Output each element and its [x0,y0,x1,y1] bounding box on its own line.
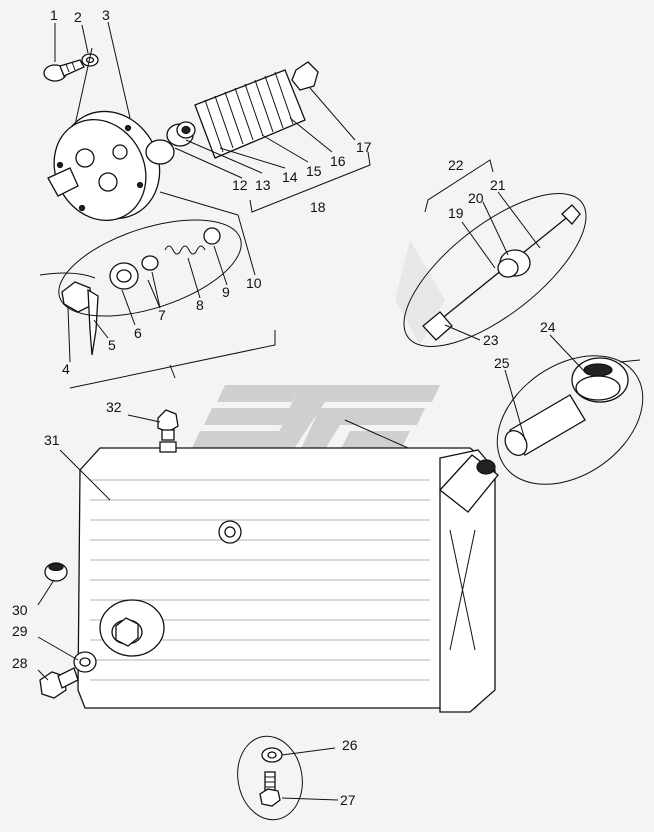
callout-3: 3 [102,7,110,23]
callout-27: 27 [340,792,356,808]
callout-18: 18 [310,199,326,215]
callout-31: 31 [44,432,60,448]
bolt-part [43,59,85,82]
filter-housing [47,110,161,221]
top-plug [157,409,179,441]
leader-lines [37,21,586,801]
callout-20: 20 [468,190,484,206]
callout-8: 8 [196,297,204,313]
filter-assembly [39,53,371,389]
side-plug [44,562,68,582]
callout-29: 29 [12,623,28,639]
callout-22: 22 [448,157,464,173]
callout-7: 7 [158,307,166,323]
callout-30: 30 [12,602,28,618]
callout-16: 16 [330,153,346,169]
callout-2: 2 [74,9,82,25]
callout-10: 10 [246,275,262,291]
callout-4: 4 [62,361,70,377]
washer-part [81,53,99,67]
callout-14: 14 [282,169,298,185]
filter-element [194,69,306,159]
callout-32: 32 [106,399,122,415]
callout-15: 15 [306,163,322,179]
callout-13: 13 [255,177,271,193]
bottom-fasteners [237,735,303,821]
callout-21: 21 [490,177,506,193]
callout-26: 26 [342,737,358,753]
callout-24: 24 [540,319,556,335]
callout-1: 1 [50,7,58,23]
callout-17: 17 [356,139,372,155]
small-parts [39,227,221,356]
filler-cap-assembly [496,355,644,485]
fuel-tank [77,441,499,713]
sender-assembly [403,159,587,347]
callout-28: 28 [12,655,28,671]
callout-9: 9 [222,284,230,300]
callout-6: 6 [134,325,142,341]
callout-labels: 1 2 3 4 5 6 7 8 9 10 12 13 14 15 16 17 1… [12,7,556,808]
callout-19: 19 [448,205,464,221]
callout-23: 23 [483,332,499,348]
callout-12: 12 [232,177,248,193]
top-nut [291,61,319,91]
callout-25: 25 [494,355,510,371]
callout-5: 5 [108,337,116,353]
